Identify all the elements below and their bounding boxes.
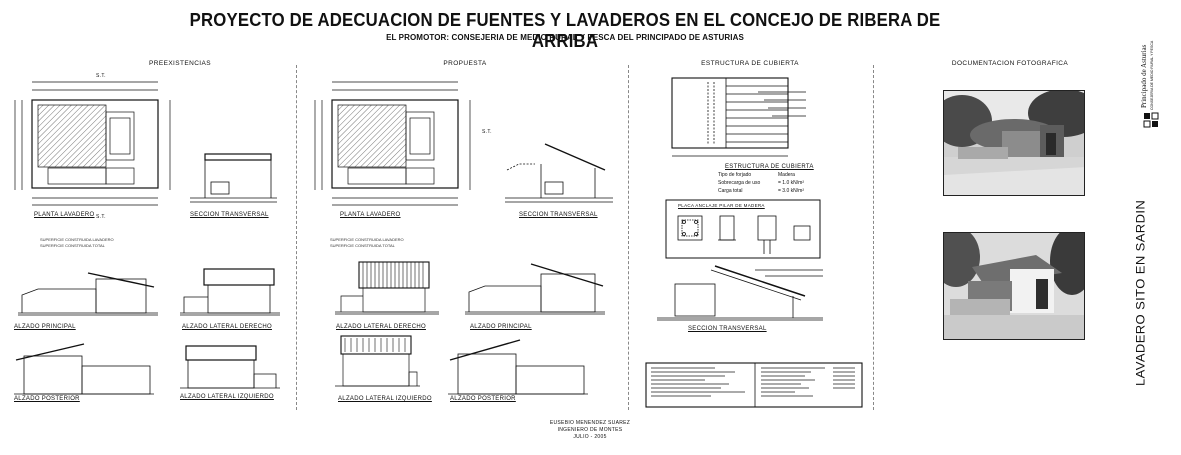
surface-note: SUPERFICIE CONSTRUIDA TOTAL <box>330 243 395 248</box>
label-alzado-posterior: ALZADO POSTERIOR <box>14 396 80 402</box>
column-divider <box>296 65 297 410</box>
photo-image <box>944 233 1084 339</box>
section-header-documentacion: DOCUMENTACION FOTOGRAFICA <box>951 60 1069 67</box>
consejeria-label: CONSEJERIA DE MEDIO RURAL Y PESCA <box>1150 40 1154 110</box>
load-value: = 1.0 kN/m² <box>778 180 804 186</box>
sheet-date: JULIO - 2005 <box>573 434 607 440</box>
label-alzado-lateral-derecho: ALZADO LATERAL DERECHO <box>182 324 272 330</box>
elevation-posterior-existing <box>14 343 154 395</box>
elevation-right-existing <box>180 268 280 316</box>
logo-principado: Principado de Asturias <box>1140 44 1148 108</box>
section-marker: S.T. <box>96 214 106 220</box>
elevation-right-proposed <box>335 261 439 315</box>
section-marker: S.T. <box>96 73 106 79</box>
specifications-table <box>645 362 863 408</box>
photo-existing-lavadero-2 <box>943 232 1085 340</box>
load-label: Tipo de forjado <box>718 172 752 178</box>
elevation-principal-existing <box>18 272 158 316</box>
project-title: PROYECTO DE ADECUACION DE FUENTES Y LAVA… <box>189 10 941 51</box>
label-alzado-posterior: ALZADO POSTERIOR <box>450 396 516 402</box>
section-header-preexistencias: PREEXISTENCIAS <box>149 60 211 67</box>
label-alzado-principal: ALZADO PRINCIPAL <box>470 324 532 330</box>
roof-structure-plan <box>671 77 806 157</box>
section-drawing-proposed <box>505 143 613 203</box>
surface-note: SUPERFICIE CONSTRUIDA LAVADERO <box>330 237 404 242</box>
load-value: = 3.0 kN/m² <box>778 188 804 194</box>
plan-drawing-existing <box>14 81 171 206</box>
surface-note: SUPERFICIE CONSTRUIDA TOTAL <box>40 243 105 248</box>
label-planta-lavadero: PLANTA LAVADERO <box>34 212 95 218</box>
label-placa-anclaje: PLACA ANCLAJE PILAR DE MADERA <box>678 203 765 208</box>
promoter-subtitle: EL PROMOTOR: CONSEJERIA DE MEDIO RURAL Y… <box>386 33 744 42</box>
section-marker: S.T. <box>482 129 492 135</box>
elevation-left-existing <box>180 345 280 389</box>
label-seccion-transversal: SECCION TRANSVERSAL <box>519 212 598 218</box>
author-name: EUSEBIO MENENDEZ SUAREZ <box>549 420 631 426</box>
section-header-propuesta: PROPUESTA <box>443 60 487 67</box>
label-alzado-lateral-derecho: ALZADO LATERAL DERECHO <box>336 324 426 330</box>
surface-note: SUPERFICIE CONSTRUIDA LAVADERO <box>40 237 114 242</box>
label-seccion-transversal: SECCION TRANSVERSAL <box>688 326 767 332</box>
label-alzado-principal: ALZADO PRINCIPAL <box>14 324 76 330</box>
label-estructura-cubierta: ESTRUCTURA DE CUBIERTA <box>725 164 814 170</box>
plan-drawing-proposed <box>314 81 471 206</box>
load-value: Madera <box>778 172 795 178</box>
author-block: EUSEBIO MENENDEZ SUAREZ INGENIERO DE MON… <box>500 420 680 441</box>
load-label: Carga total <box>718 188 743 194</box>
elevation-principal-proposed <box>465 263 605 315</box>
roof-section-detail <box>657 265 823 321</box>
load-label: Sobrecarga de uso <box>718 180 761 186</box>
column-divider <box>873 65 874 410</box>
asturias-coat-of-arms-icon <box>1143 112 1159 128</box>
label-alzado-lateral-izquierdo: ALZADO LATERAL IZQUIERDO <box>338 396 432 402</box>
column-divider <box>628 65 629 410</box>
photo-image <box>944 91 1084 195</box>
label-planta-lavadero: PLANTA LAVADERO <box>340 212 401 218</box>
section-header-estructura: ESTRUCTURA DE CUBIERTA <box>701 60 799 67</box>
author-role: INGENIERO DE MONTES <box>557 427 623 433</box>
elevation-left-proposed <box>335 335 420 387</box>
section-drawing-existing <box>190 153 277 203</box>
anchor-plate-detail <box>665 199 821 259</box>
elevation-posterior-proposed <box>448 339 588 395</box>
label-seccion-transversal: SECCION TRANSVERSAL <box>190 212 269 218</box>
sheet-main-title: LAVADERO SITO EN SARDIN <box>1133 199 1148 386</box>
photo-existing-lavadero-1 <box>943 90 1085 196</box>
label-alzado-lateral-izquierdo: ALZADO LATERAL IZQUIERDO <box>180 394 274 400</box>
